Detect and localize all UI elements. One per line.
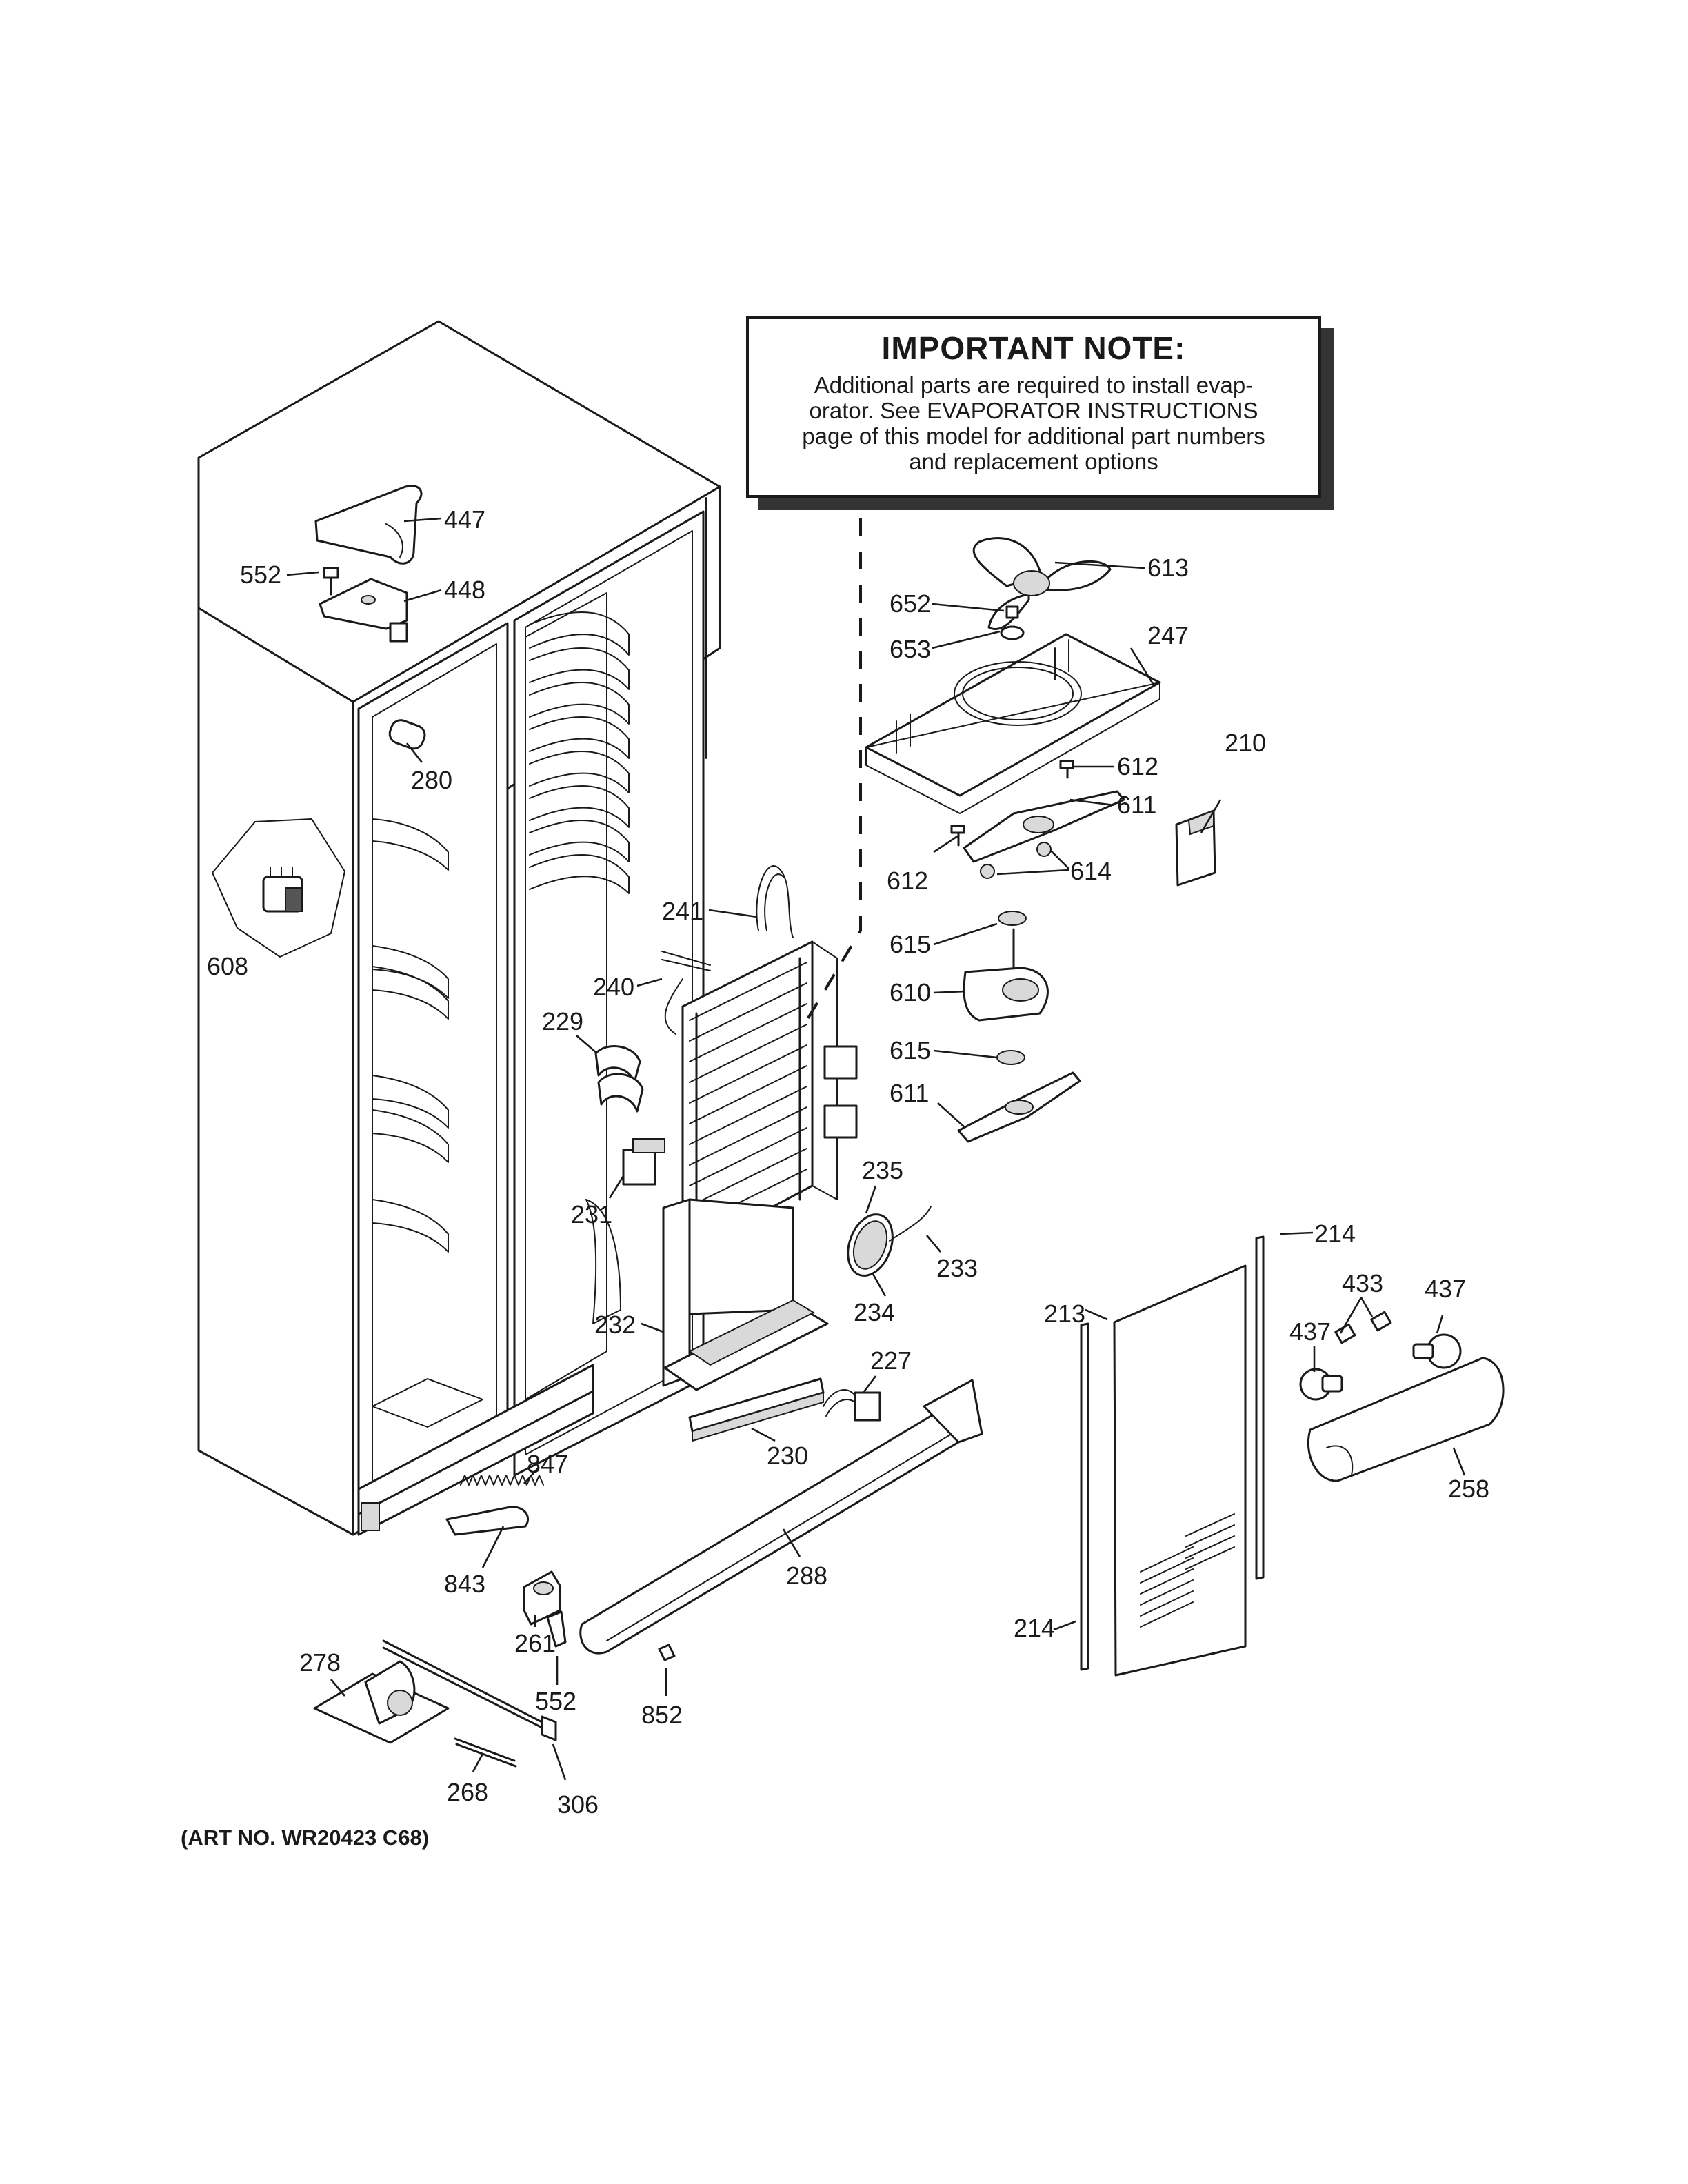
part-number-labels: 447 552 448 280 608 613 652 653 247 612 … bbox=[207, 505, 1489, 1819]
side-trim-strips bbox=[1080, 1235, 1265, 1671]
bracket-screw bbox=[950, 760, 1074, 847]
part-label-210: 210 bbox=[1225, 729, 1266, 757]
door-switch bbox=[212, 818, 345, 958]
part-label-213: 213 bbox=[1044, 1300, 1085, 1328]
refrigerator-case bbox=[197, 320, 721, 1536]
part-label-552-top: 552 bbox=[240, 560, 281, 589]
part-label-652: 652 bbox=[890, 589, 931, 618]
part-label-230: 230 bbox=[767, 1442, 808, 1470]
foam-blocks-right bbox=[823, 1045, 858, 1139]
part-label-231: 231 bbox=[571, 1200, 612, 1228]
part-label-261: 261 bbox=[514, 1629, 556, 1657]
fan-blade bbox=[972, 537, 1112, 631]
part-label-280: 280 bbox=[411, 766, 452, 794]
part-label-447: 447 bbox=[444, 505, 485, 534]
part-label-241: 241 bbox=[662, 897, 703, 925]
part-label-614: 614 bbox=[1070, 857, 1112, 885]
fan-shroud bbox=[865, 633, 1161, 814]
part-label-214-bottom: 214 bbox=[1014, 1614, 1055, 1642]
roller-assembly bbox=[313, 1660, 450, 1744]
part-label-229: 229 bbox=[542, 1007, 583, 1035]
part-label-611-top: 611 bbox=[1117, 791, 1156, 819]
part-label-258: 258 bbox=[1448, 1475, 1489, 1503]
freezer-shelves bbox=[529, 611, 630, 1324]
part-label-437-left: 437 bbox=[1289, 1317, 1331, 1346]
part-label-288: 288 bbox=[786, 1561, 827, 1590]
part-label-610: 610 bbox=[890, 978, 931, 1007]
screw-top bbox=[323, 567, 339, 596]
foam-block-left bbox=[622, 1138, 665, 1186]
part-label-433: 433 bbox=[1342, 1269, 1383, 1297]
evaporator-assembly bbox=[661, 865, 838, 1263]
leader-lines bbox=[286, 517, 1466, 1781]
motor-bracket-bottom bbox=[957, 1071, 1081, 1143]
roller-rod bbox=[382, 1639, 557, 1741]
thermostat-grill bbox=[847, 1206, 932, 1277]
wire-connector bbox=[823, 1389, 881, 1422]
insulation-tubes bbox=[594, 1045, 644, 1113]
door-shelves bbox=[372, 818, 483, 1428]
part-label-235: 235 bbox=[862, 1156, 903, 1184]
hinge-cover bbox=[314, 485, 423, 565]
light-bulbs bbox=[1299, 1333, 1462, 1401]
part-label-615-top: 615 bbox=[890, 930, 931, 958]
part-label-613: 613 bbox=[1147, 554, 1189, 582]
important-note-box: IMPORTANT NOTE: Additional parts are req… bbox=[746, 316, 1321, 498]
part-label-268: 268 bbox=[447, 1778, 488, 1806]
top-hinge bbox=[319, 578, 408, 643]
drain-pan bbox=[662, 1198, 829, 1391]
part-label-437-right: 437 bbox=[1425, 1275, 1466, 1303]
part-label-247: 247 bbox=[1147, 621, 1189, 649]
part-label-306: 306 bbox=[557, 1790, 599, 1819]
part-label-232: 232 bbox=[594, 1311, 636, 1339]
defrost-heater-bar bbox=[688, 1377, 825, 1442]
note-body: Additional parts are required to install… bbox=[802, 372, 1265, 474]
part-label-608: 608 bbox=[207, 952, 248, 980]
part-label-234: 234 bbox=[854, 1298, 895, 1326]
part-label-448: 448 bbox=[444, 576, 485, 604]
part-label-843: 843 bbox=[444, 1570, 485, 1598]
art-number: (ART NO. WR20423 C68) bbox=[181, 1826, 430, 1850]
light-shield bbox=[1307, 1357, 1505, 1482]
part-label-214-top: 214 bbox=[1314, 1220, 1356, 1248]
note-pointer-line bbox=[805, 518, 862, 1022]
note-title: IMPORTANT NOTE: bbox=[881, 330, 1186, 366]
fan-motor bbox=[963, 911, 1049, 1065]
air-louver bbox=[1175, 809, 1216, 887]
part-label-227: 227 bbox=[870, 1346, 912, 1375]
small-screw bbox=[658, 1644, 676, 1661]
part-label-653: 653 bbox=[890, 635, 931, 663]
part-label-847: 847 bbox=[527, 1450, 568, 1478]
part-label-612-right: 612 bbox=[1117, 752, 1158, 780]
screw-bottom bbox=[546, 1610, 567, 1648]
grille bbox=[579, 1379, 983, 1655]
part-label-611-bottom: 611 bbox=[890, 1079, 929, 1107]
motor-bracket-top bbox=[963, 790, 1125, 863]
leveling-rod bbox=[454, 1737, 517, 1768]
part-label-615-bottom: 615 bbox=[890, 1036, 931, 1064]
part-label-278: 278 bbox=[299, 1648, 341, 1677]
access-panel bbox=[1113, 1264, 1247, 1677]
part-label-852: 852 bbox=[641, 1701, 683, 1729]
part-label-552-bottom: 552 bbox=[535, 1687, 576, 1715]
part-label-240: 240 bbox=[593, 973, 634, 1001]
light-cap bbox=[388, 719, 426, 750]
leveling-bracket bbox=[523, 1570, 561, 1626]
part-label-233: 233 bbox=[936, 1254, 978, 1282]
part-label-612-left: 612 bbox=[887, 867, 928, 895]
light-sockets bbox=[1334, 1311, 1392, 1344]
door-closer bbox=[445, 1506, 530, 1536]
grommets bbox=[980, 842, 1052, 879]
fan-nut bbox=[1000, 605, 1025, 640]
